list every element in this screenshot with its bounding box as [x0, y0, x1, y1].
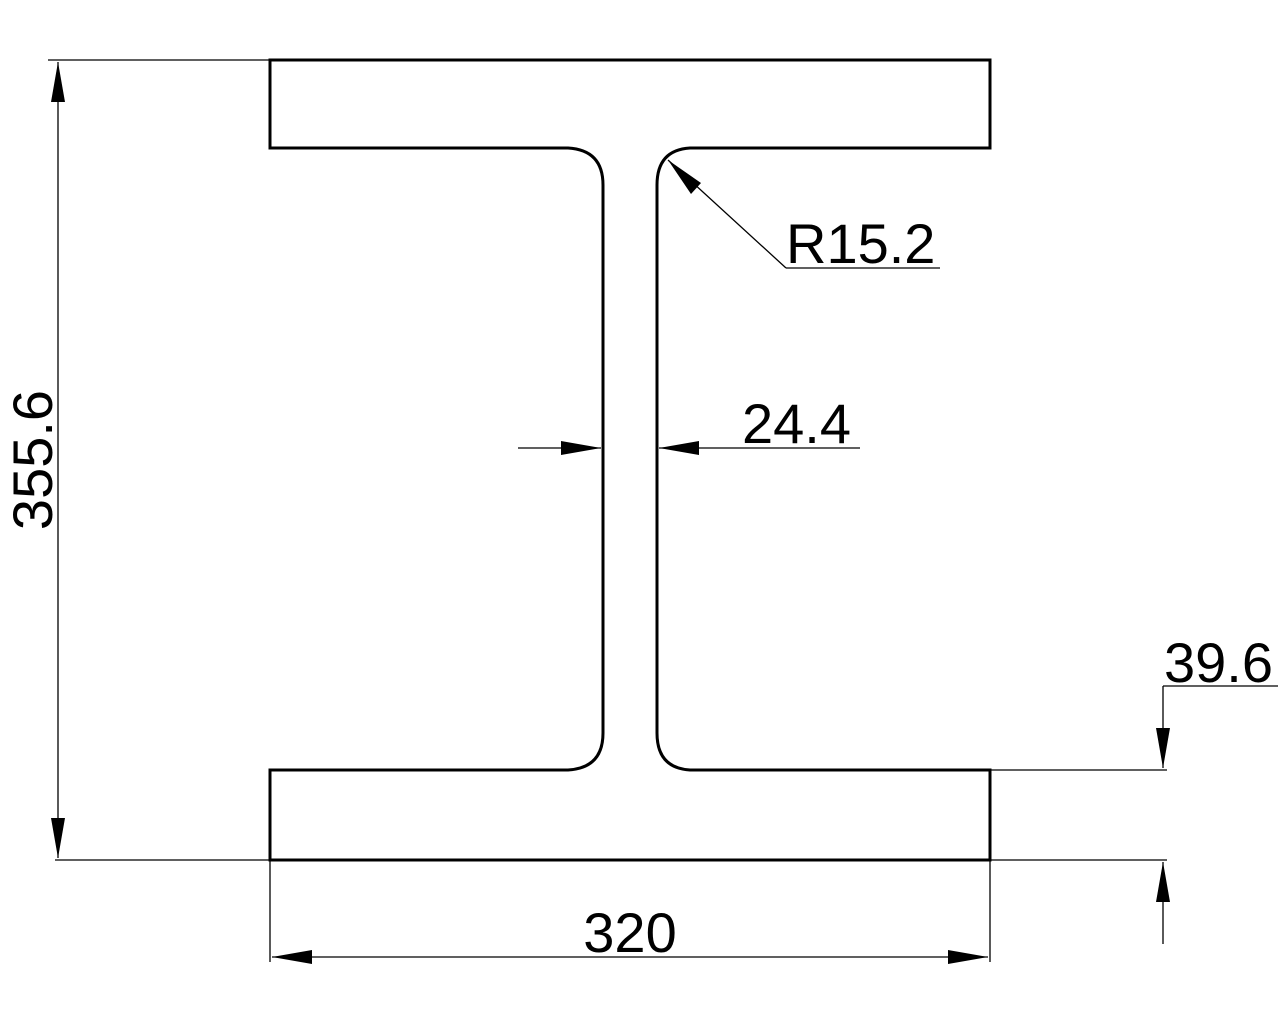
- root-radius-leader: R15.2: [667, 159, 940, 275]
- overall-height-dimension: 355.6: [1, 59, 270, 861]
- flange-width-label: 320: [583, 901, 676, 964]
- web-thickness-dimension: 24.4: [518, 392, 860, 455]
- flange-width-dimension: 320: [269, 860, 991, 964]
- flange-thickness-dimension: 39.6: [990, 631, 1278, 944]
- web-thickness-label: 24.4: [742, 392, 851, 455]
- flange-thickness-label: 39.6: [1164, 631, 1273, 694]
- root-radius-label: R15.2: [786, 212, 935, 275]
- i-beam-profile-outline: [268, 58, 992, 862]
- overall-height-label: 355.6: [1, 390, 64, 530]
